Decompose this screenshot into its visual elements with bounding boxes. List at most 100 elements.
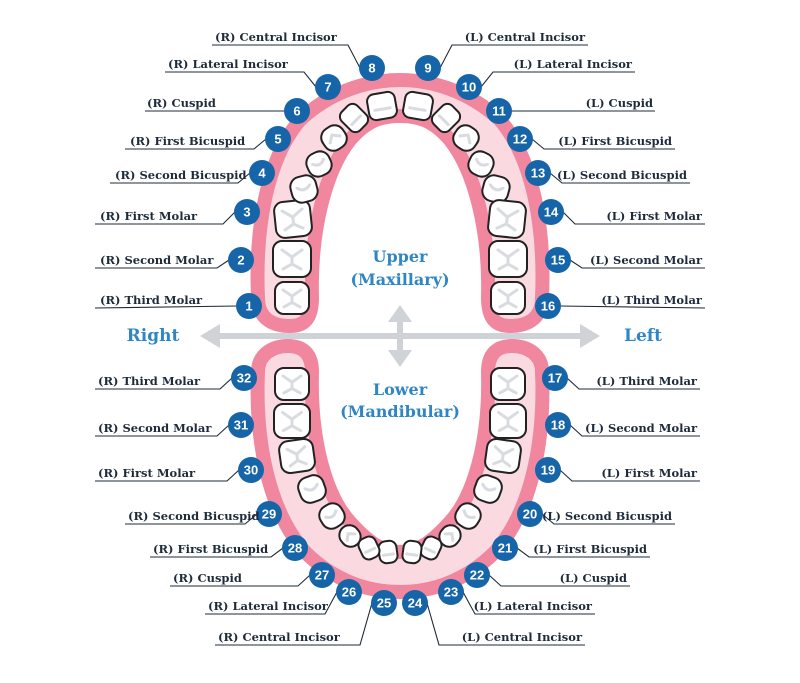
tooth-groove — [280, 207, 305, 232]
leader-line-30 — [95, 469, 240, 482]
tooth-9 — [402, 90, 434, 122]
tooth-number: 17 — [548, 371, 562, 386]
leader-line-10 — [480, 71, 635, 88]
badge-circle — [249, 160, 275, 186]
tooth-30 — [278, 437, 316, 475]
tooth-number: 32 — [237, 371, 251, 386]
tooth-number: 21 — [498, 541, 512, 556]
tooth-25 — [377, 539, 399, 565]
badge-circle — [486, 98, 512, 124]
tooth-label-16: (L) Third Molar — [601, 293, 703, 307]
leader-line-31 — [95, 424, 230, 437]
leader-line-29 — [125, 513, 258, 525]
leader-line-7 — [165, 71, 317, 88]
leader-line-18 — [569, 424, 700, 437]
lower-jaw-subtitle: (Mandibular) — [340, 402, 460, 421]
leader-line-3 — [95, 211, 236, 225]
tooth-label-26: (R) Lateral Incisor — [208, 599, 329, 613]
tooth-number: 9 — [424, 61, 431, 76]
tooth-label-32: (R) Third Molar — [98, 374, 201, 388]
tooth-number: 31 — [234, 418, 248, 433]
tooth-label-6: (R) Cuspid — [147, 96, 216, 110]
leader-line-15 — [569, 259, 705, 269]
tooth-crown — [430, 102, 462, 134]
tooth-label-15: (L) Second Molar — [590, 253, 703, 267]
tooth-label-11: (L) Cuspid — [586, 96, 653, 110]
tooth-number: 10 — [462, 80, 476, 95]
tooth-number: 2 — [237, 253, 244, 268]
badge-circle — [402, 590, 428, 616]
badge-circle — [545, 412, 571, 438]
badge-circle — [234, 199, 260, 225]
tooth-number: 8 — [368, 61, 375, 76]
leader-line-22 — [488, 574, 630, 587]
tooth-groove — [496, 248, 520, 271]
tooth-groove — [475, 157, 489, 167]
upper-jaw-subtitle: (Maxillary) — [350, 270, 449, 289]
badge-circle — [535, 293, 561, 319]
badge-circle — [238, 457, 264, 483]
leader-line-24 — [426, 602, 585, 646]
leader-line-32 — [95, 377, 233, 390]
badge-circle — [256, 501, 282, 527]
tooth-label-27: (R) Cuspid — [173, 571, 242, 585]
badge-circle — [265, 126, 291, 152]
tooth-badge-10: 10 — [456, 74, 482, 100]
tooth-label-8: (R) Central Incisor — [215, 30, 338, 44]
tooth-badge-18: 18 — [545, 412, 571, 438]
leader-line-20 — [541, 513, 675, 525]
leader-line-14 — [562, 211, 705, 225]
badge-circle — [438, 579, 464, 605]
badge-circle — [236, 293, 262, 319]
tooth-number: 5 — [274, 132, 281, 147]
tooth-24 — [401, 539, 423, 565]
tooth-26 — [357, 535, 381, 561]
leader-line-12 — [531, 138, 675, 150]
tooth-number: 14 — [544, 205, 559, 220]
tooth-badge-22: 22 — [464, 562, 490, 588]
tooth-16 — [490, 281, 526, 315]
tooth-label-30: (R) First Molar — [98, 466, 196, 480]
up-arrowhead-icon — [388, 305, 412, 322]
tooth-groove — [492, 445, 515, 468]
tooth-badge-29: 29 — [256, 501, 282, 527]
badge-circle — [542, 365, 568, 391]
tooth-label-17: (L) Third Molar — [596, 374, 698, 388]
tooth-label-9: (L) Central Incisor — [465, 30, 586, 44]
badge-circle — [336, 579, 362, 605]
tooth-label-14: (L) First Molar — [606, 209, 703, 223]
tooth-groove — [364, 546, 377, 555]
tooth-badge-14: 14 — [538, 199, 564, 225]
tooth-badge-8: 8 — [359, 55, 385, 81]
tooth-label-20: (L) Second Bicuspid — [542, 509, 672, 523]
tooth-number: 18 — [551, 418, 565, 433]
tooth-4 — [289, 174, 319, 204]
tooth-number: 15 — [551, 253, 565, 268]
tooth-5 — [305, 150, 333, 178]
leader-line-21 — [516, 547, 650, 558]
tooth-badge-28: 28 — [282, 535, 308, 561]
tooth-badge-2: 2 — [228, 247, 254, 273]
tooth-7 — [338, 102, 370, 134]
tooth-label-3: (R) First Molar — [100, 209, 198, 223]
badge-circle — [517, 501, 543, 527]
tooth-8 — [366, 90, 398, 122]
tooth-label-25: (R) Central Incisor — [218, 630, 341, 644]
badge-circle — [231, 365, 257, 391]
tooth-groove — [328, 133, 342, 145]
leader-line-23 — [462, 591, 595, 615]
tooth-18 — [489, 403, 527, 439]
tooth-label-10: (L) Lateral Incisor — [514, 57, 633, 71]
tooth-badge-24: 24 — [402, 590, 428, 616]
tooth-badge-26: 26 — [336, 579, 362, 605]
tooth-number: 13 — [531, 166, 545, 181]
tooth-11 — [452, 124, 480, 152]
tooth-number: 29 — [262, 507, 276, 522]
tooth-groove — [495, 207, 520, 232]
lower-gum — [250, 339, 550, 599]
tooth-badge-5: 5 — [265, 126, 291, 152]
tooth-label-12: (L) First Bicuspid — [558, 134, 672, 148]
leader-line-17 — [566, 377, 700, 390]
leader-line-19 — [559, 469, 700, 482]
tooth-badge-4: 4 — [249, 160, 275, 186]
